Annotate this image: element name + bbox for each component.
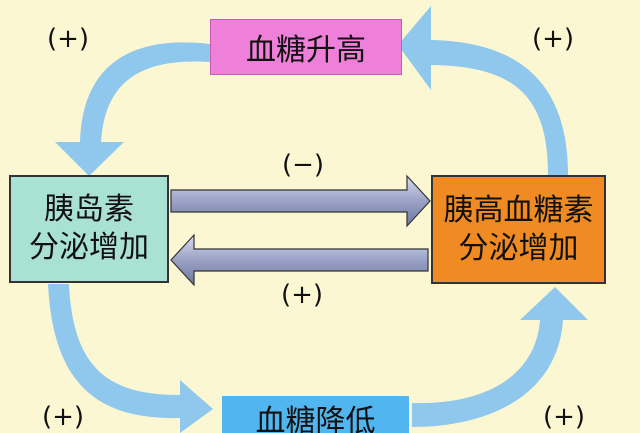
sign-middle-top: (−) <box>282 150 325 180</box>
curved-arrow-right-to-top <box>398 6 568 175</box>
glucagon-secretion-increase-label: 分泌增加 <box>458 230 579 266</box>
blood-glucose-rise-box: 血糖升高 <box>210 19 402 75</box>
sign-bottom-right: (+) <box>543 402 586 432</box>
glucagon-label: 胰高血糖素 <box>443 192 594 228</box>
insulin-secretion-box: 胰岛素 分泌增加 <box>9 175 169 283</box>
blood-glucose-drop-label: 血糖降低 <box>255 404 376 433</box>
sign-middle-bottom: (+) <box>281 280 324 310</box>
glucagon-secretion-box: 胰高血糖素 分泌增加 <box>431 175 606 284</box>
blood-glucose-drop-box: 血糖降低 <box>222 396 409 433</box>
insulin-label: 胰岛素 <box>44 192 134 227</box>
sign-bottom-left: (+) <box>42 402 85 432</box>
straight-arrow-right-to-left <box>170 233 429 287</box>
sign-top-right: (+) <box>532 24 575 54</box>
sign-top-left: (+) <box>47 24 90 54</box>
insulin-secretion-increase-label: 分泌增加 <box>29 230 149 265</box>
insulin-secretion-lines: 胰岛素 分泌增加 <box>29 191 149 267</box>
blood-glucose-rise-label: 血糖升高 <box>246 33 366 68</box>
curved-arrow-left-to-bottom <box>48 284 213 433</box>
straight-arrow-left-to-right <box>170 174 431 228</box>
glucagon-secretion-lines: 胰高血糖素 分泌增加 <box>444 192 594 268</box>
curved-arrow-bottom-to-right <box>412 287 588 427</box>
curved-arrow-top-to-left <box>55 42 210 176</box>
